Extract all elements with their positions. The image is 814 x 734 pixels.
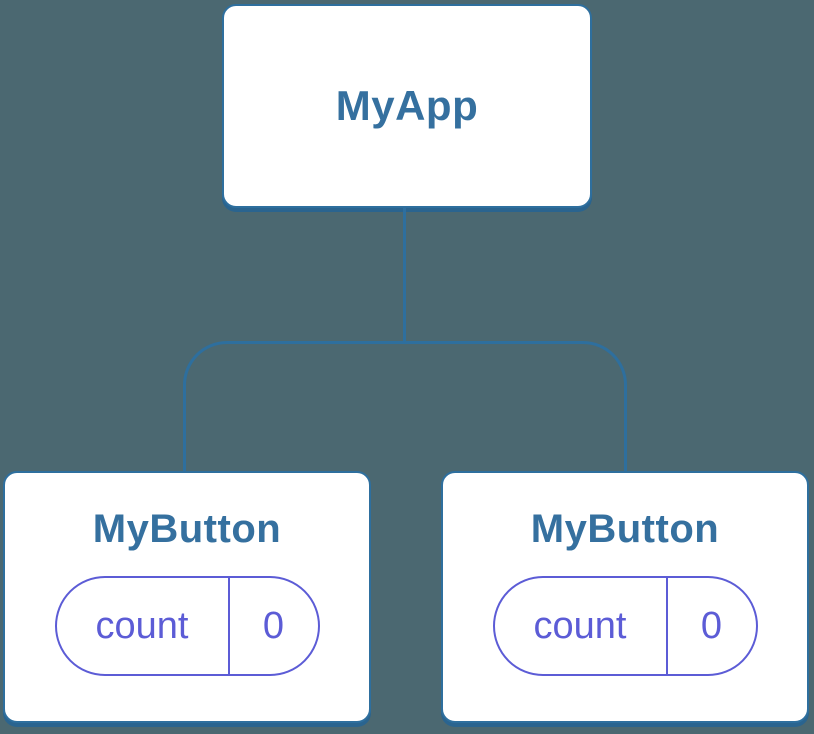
- state-key-right: count: [495, 578, 668, 674]
- component-node-mybutton-left: MyButton count 0: [3, 471, 371, 723]
- state-value-left: 0: [262, 604, 285, 647]
- component-label-mybutton-left: MyButton: [92, 507, 282, 551]
- state-key-left: count: [57, 578, 230, 674]
- state-value-right: 0: [700, 604, 723, 647]
- state-pill-right: count 0: [492, 576, 758, 676]
- component-label-mybutton-right: MyButton: [530, 507, 720, 551]
- connector-trunk-line: [403, 206, 406, 342]
- state-pill-left: count 0: [54, 576, 320, 676]
- component-node-mybutton-right: MyButton count 0: [441, 471, 809, 723]
- connector-branch-bracket: [183, 341, 627, 472]
- component-node-myapp: MyApp: [222, 4, 592, 208]
- component-label-myapp: MyApp: [335, 82, 479, 129]
